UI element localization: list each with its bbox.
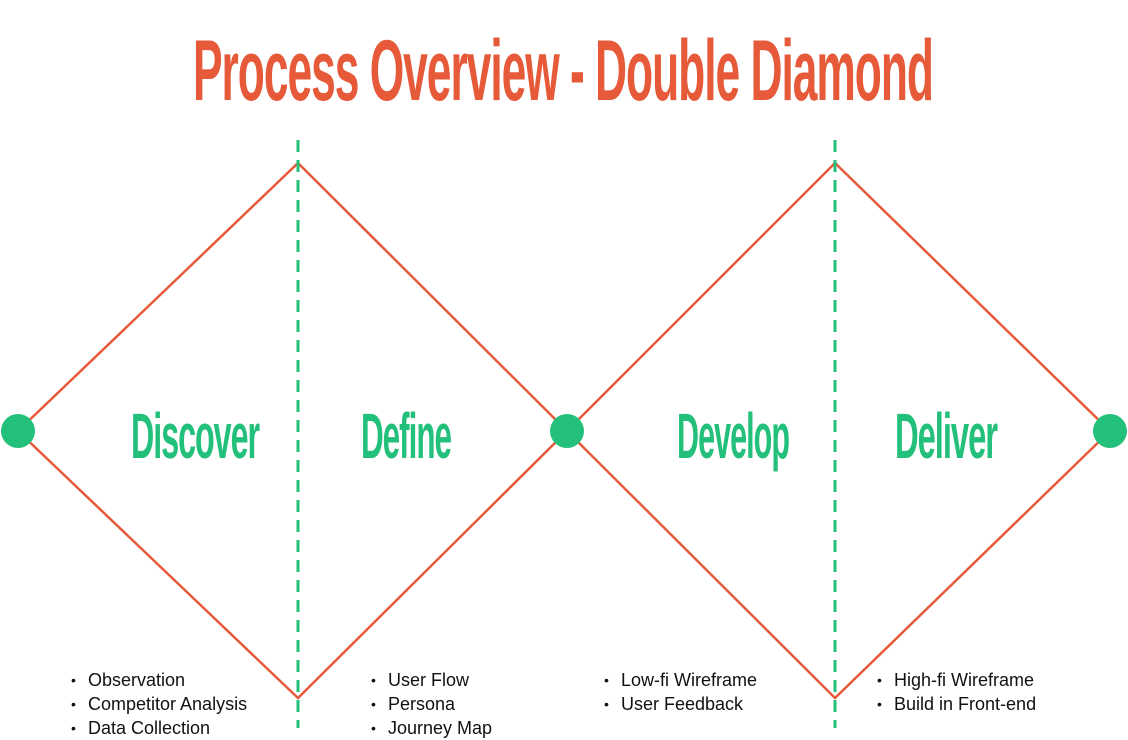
phase-label-define: Define: [361, 400, 451, 472]
list-item: Persona: [368, 692, 492, 716]
diamond-2: [566, 161, 1112, 700]
list-item: User Flow: [368, 668, 492, 692]
phase-label-deliver: Deliver: [895, 400, 998, 472]
list-item: Low-fi Wireframe: [601, 668, 757, 692]
develop-activity-list: Low-fi Wireframe User Feedback: [601, 668, 757, 716]
mid-node: [550, 414, 584, 448]
page-title: Process Overview - Double Diamond: [193, 23, 933, 119]
diamond-1-outline: [17, 161, 569, 700]
list-item: Observation: [68, 668, 247, 692]
list-item: High-fi Wireframe: [874, 668, 1036, 692]
list-item: Data Collection: [68, 716, 247, 740]
diamond-1: [17, 161, 569, 700]
define-activity-list: User Flow Persona Journey Map: [368, 668, 492, 740]
phase-label-discover: Discover: [131, 400, 260, 472]
deliver-activity-list: High-fi Wireframe Build in Front-end: [874, 668, 1036, 716]
diamond-2-outline: [566, 161, 1112, 700]
list-item: Build in Front-end: [874, 692, 1036, 716]
end-node: [1093, 414, 1127, 448]
discover-activity-list: Observation Competitor Analysis Data Col…: [68, 668, 247, 740]
start-node: [1, 414, 35, 448]
list-item: Competitor Analysis: [68, 692, 247, 716]
phase-label-develop: Develop: [677, 400, 789, 472]
list-item: Journey Map: [368, 716, 492, 740]
list-item: User Feedback: [601, 692, 757, 716]
